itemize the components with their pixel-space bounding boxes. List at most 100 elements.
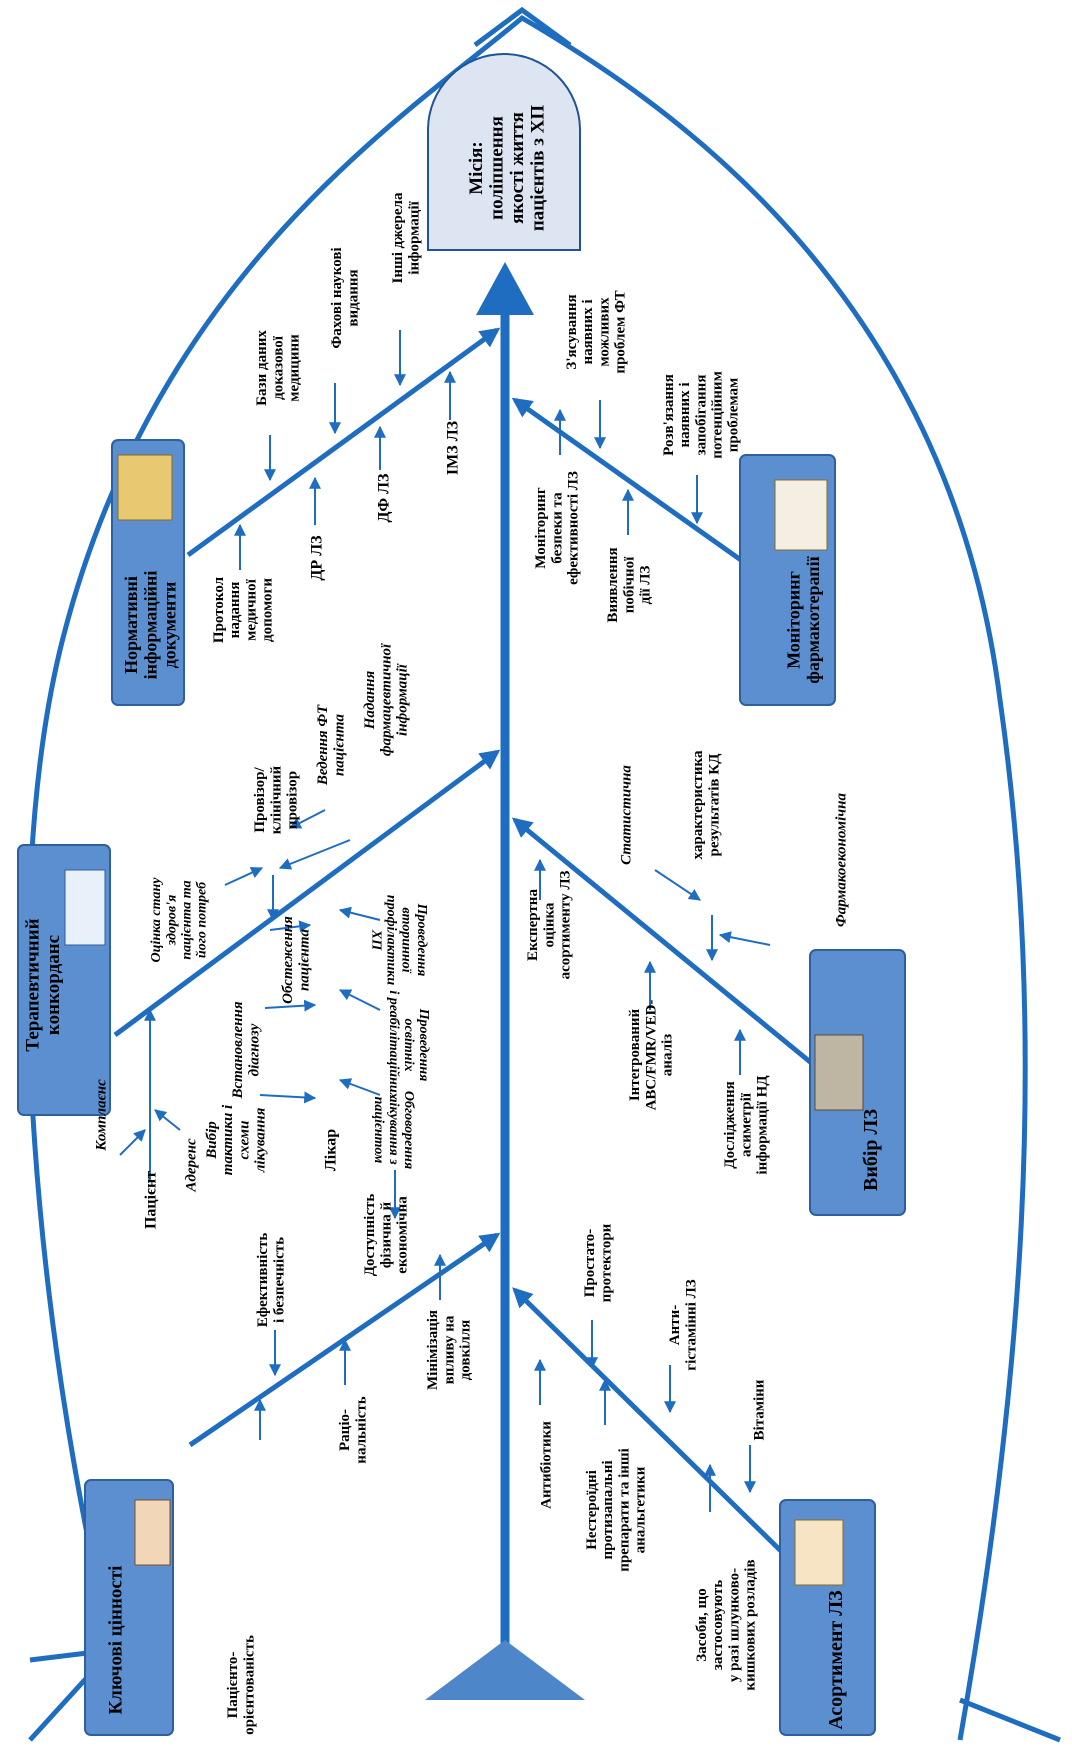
label-tactic-line: схеми (236, 1121, 252, 1160)
label-tactic-line: тактики і (220, 1104, 236, 1175)
label-protocol-line: Протокол (211, 576, 227, 643)
label-access: Доступністьфізична йекономічна (362, 1194, 410, 1277)
label-env-line: Мінімізація (425, 1310, 441, 1390)
label-other-sources-line: Інші джерела (390, 192, 406, 283)
label-discussion-line: лікування з (386, 1094, 401, 1165)
mission-text-line: поліпшення (486, 116, 507, 220)
mission-text-line: Місія: (466, 141, 487, 195)
label-gi-line: у разі шлунково- (726, 1568, 742, 1682)
scroll-monitoring-text: Моніторингфармакотерапії (784, 555, 823, 683)
label-gi-line: застосовують (710, 1580, 726, 1670)
outer-outline (25, 14, 1028, 1742)
label-pharm-info: Наданняфармацевтичноїінформації (362, 643, 410, 756)
scroll-values-text-line: Ключові цінності (106, 1566, 127, 1715)
label-diagnosis-line: діагнозу (246, 1023, 262, 1076)
label-problems-find: З'ясуваннянаявних іможливихпроблем ФТ (564, 290, 629, 373)
label-journals-line: видання (345, 269, 361, 326)
label-expert-line: асортименту ЛЗ (557, 871, 573, 980)
label-safety-monitor-line: Моніторинг (533, 487, 549, 569)
label-patient: Пацієнт (143, 1171, 160, 1229)
mission-text: Місія:поліпшенняякості життяпацієнтів з … (466, 105, 549, 232)
label-education-line: Проведення (416, 1008, 431, 1082)
pills-icon (794, 1519, 844, 1586)
bone-monitoring (511, 397, 757, 573)
scroll-choice-text-line: Вибір ЛЗ (860, 1109, 882, 1191)
label-problems-find-line: наявних і (580, 299, 596, 364)
label-problems-solve-line: запобігання (693, 375, 709, 456)
label-compliance-line: Комплаєнс (93, 1079, 109, 1152)
label-compliance: Комплаєнс (93, 1079, 109, 1152)
label-pt-lead-line: Ведення ФТ (315, 704, 331, 786)
label-asymmetry-line: асиметрії (738, 1092, 754, 1157)
label-evidence-db-line: доказової (270, 335, 286, 400)
label-pharm-info-line: Надання (362, 670, 378, 730)
spine-base-triangle (425, 1640, 585, 1700)
label-efficacy: Ефективністьі безпечність (255, 1233, 287, 1328)
label-problems-solve: Розв'язаннянаявних ізапобіганняпотенційн… (661, 371, 742, 459)
label-discussion: Обговореннялікування зпацієнтом (371, 1091, 416, 1169)
bone-normative (186, 327, 501, 558)
scroll-normative-text-line: інформаційні (140, 571, 160, 680)
bone-assortment (512, 1287, 787, 1557)
scroll-choice (809, 949, 906, 1216)
scroll-assortment (779, 1499, 876, 1736)
label-env-line: довкілля (457, 1320, 473, 1381)
label-pharmacist: Провізор/клінічнийпровізор (252, 765, 300, 834)
label-asymmetry: Дослідженняасиметріїінформації НД (722, 1075, 770, 1175)
label-statistical: Статистична (618, 765, 634, 865)
scroll-concordance-text-line: Терапевтичний (22, 918, 43, 1051)
label-gi: Засоби, щозастосовуютьу разі шлунково-ки… (694, 1559, 759, 1690)
label-antihist-line: гістамінні ЛЗ (683, 1279, 699, 1370)
label-protocol-line: надання (227, 582, 243, 639)
computer-icon (774, 479, 828, 551)
label-kd-results-line: характеристика (690, 750, 706, 859)
mission-head (427, 53, 581, 251)
label-exam-line: пацієнта (296, 928, 312, 991)
label-education-line: освітніх (401, 1019, 416, 1072)
scroll-assortment-text: Асортимент ЛЗ (825, 1590, 847, 1730)
label-integrated-line: аналіз (659, 1034, 675, 1076)
people-icon (64, 869, 106, 946)
label-tactic-line: Вибір (204, 1121, 220, 1160)
label-patient-orient-line: орієнтованість (241, 1635, 257, 1735)
label-doctor-line: Лікар (323, 1129, 340, 1171)
label-safety-monitor-line: безпеки та (549, 492, 565, 564)
label-prostate-line: Простато- (582, 1229, 598, 1298)
label-rationality: Раціо-нальність (337, 1396, 369, 1463)
bone-concordance (113, 749, 501, 1038)
bone-choice (511, 817, 822, 1072)
scroll-normative-text-line: документи (160, 582, 180, 669)
label-patient-orient: Пацієнто-орієнтованість (225, 1635, 257, 1735)
label-antihist-line: Анти- (667, 1305, 683, 1345)
label-pharm-info-line: інформації (394, 663, 410, 736)
label-safety-monitor: Моніторингбезпеки таефективності ЛЗ (533, 471, 581, 585)
outer-tail-right (959, 1697, 1061, 1743)
label-problems-find-line: можливих (596, 297, 612, 367)
label-expert: Експертнаоцінкаасортименту ЛЗ (525, 871, 573, 980)
label-antibiotics: Антибіотики (538, 1421, 554, 1509)
label-pharmaeco-line: Фармакоекономічна (833, 793, 849, 927)
label-diagnosis: Встановленнядіагнозу (230, 1001, 262, 1099)
label-vitamins: Вітаміни (751, 1379, 767, 1440)
label-integrated-line: Інтегрований (627, 1008, 643, 1101)
label-pt-lead: Ведення ФТпацієнта (315, 704, 347, 786)
label-pt-lead-line: пацієнта (331, 713, 347, 776)
label-exam-line: Обстеження (280, 916, 296, 1004)
label-df: ДФ ЛЗ (376, 473, 393, 522)
label-evidence-db-line: Бази даних (254, 330, 270, 406)
label-pharmaeco: Фармакоекономічна (833, 793, 849, 927)
label-kd-results: характеристикарезультатів КД (690, 750, 722, 859)
label-health-assess: Оцінка стануздоров'япацієнта тайого потр… (149, 877, 209, 963)
label-gi-line: Засоби, що (694, 1588, 710, 1661)
scroll-normative-text-line: Нормативні (121, 576, 141, 674)
label-protocol-line: допомоги (260, 578, 276, 642)
label-journals: Фахові науковівидання (329, 247, 361, 348)
document-icon (117, 454, 173, 521)
label-tactic: Вибіртактики ісхемилікування (204, 1104, 269, 1175)
label-patient-line: Пацієнт (143, 1171, 160, 1229)
label-education-line: і реабілітаційних (386, 990, 401, 1099)
label-journals-line: Фахові наукові (329, 247, 345, 348)
label-statistical-line: Статистична (618, 765, 634, 865)
label-prevention-line: Проведення (414, 903, 429, 977)
